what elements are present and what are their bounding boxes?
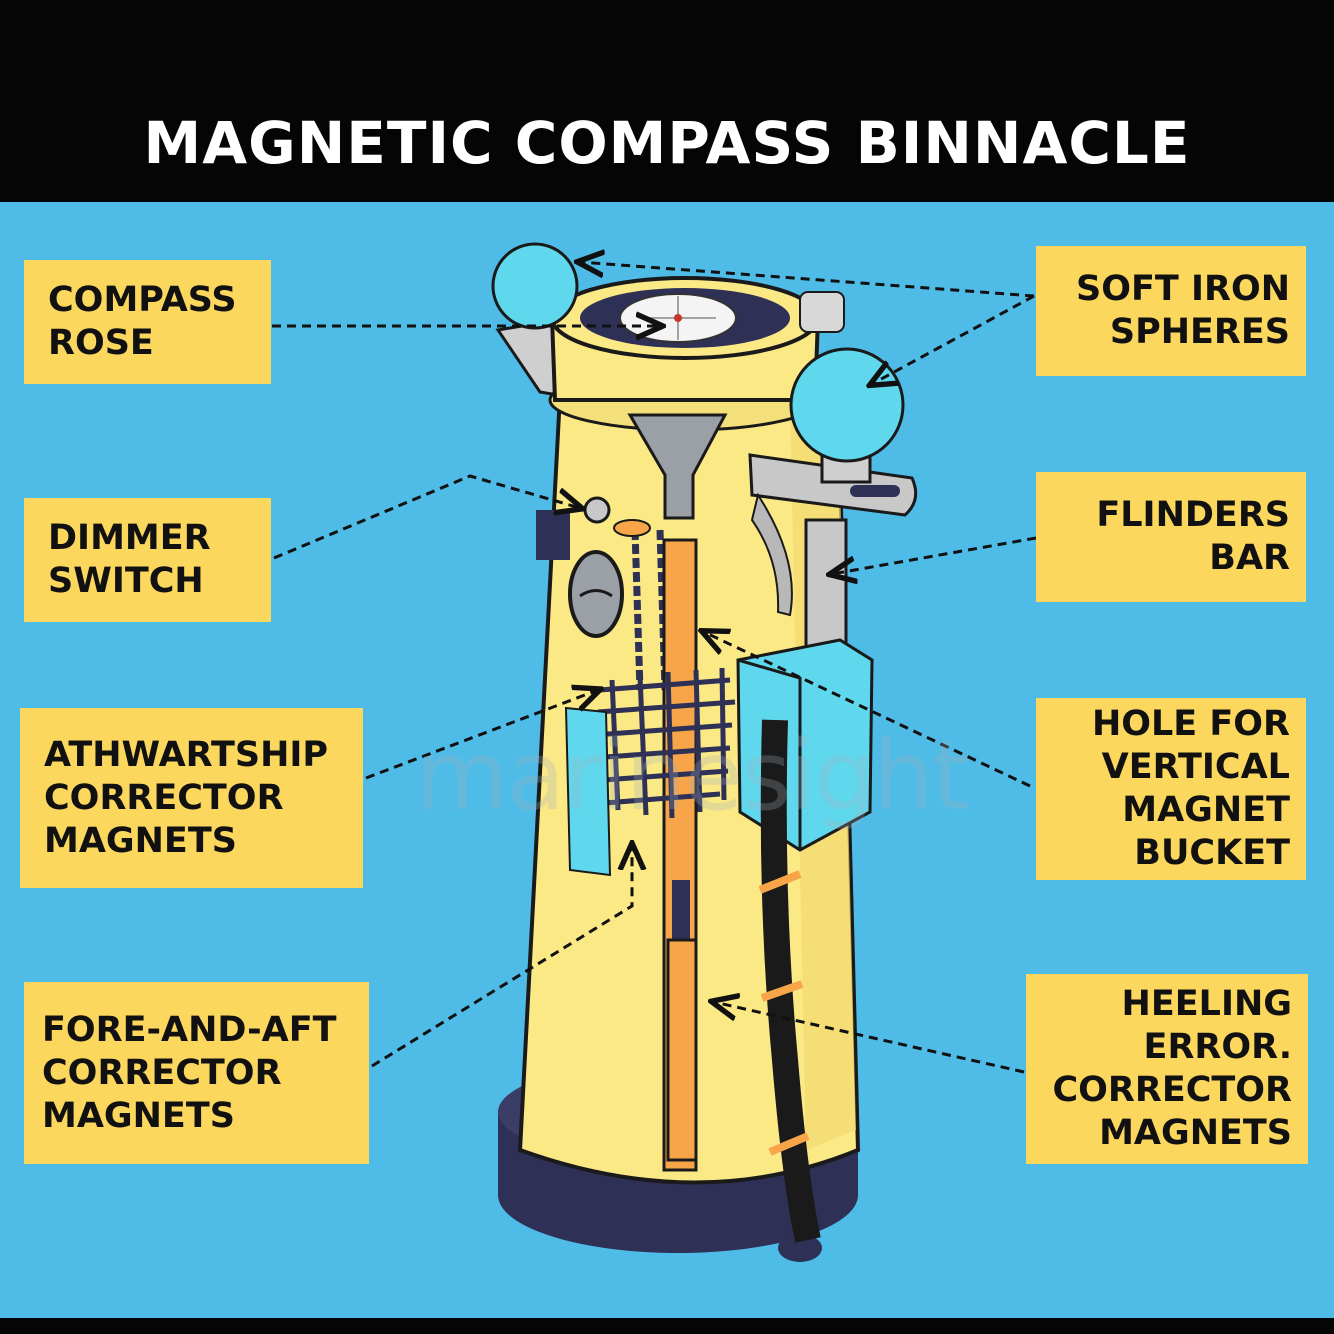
label-line: VERTICAL [1036,746,1290,789]
label-line: CORRECTOR [1026,1069,1292,1112]
label-line: MAGNETS [1026,1112,1292,1155]
label-heeling-error-corrector-magnets: HEELING ERROR. CORRECTOR MAGNETS [1026,974,1308,1164]
label-line: BAR [1036,537,1290,580]
label-line: SPHERES [1036,311,1290,354]
label-line: HOLE FOR [1036,703,1290,746]
label-line: ERROR. [1026,1026,1292,1069]
label-vertical-magnet-bucket: HOLE FOR VERTICAL MAGNET BUCKET [1036,698,1306,880]
label-line: BUCKET [1036,832,1290,875]
label-athwartship-corrector-magnets: ATHWARTSHIP CORRECTOR MAGNETS [20,708,363,888]
header-bar: MAGNETIC COMPASS BINNACLE [0,0,1334,202]
label-compass-rose: COMPASS ROSE [24,260,271,384]
compass-bowl [550,278,820,430]
diagram-title: MAGNETIC COMPASS BINNACLE [0,108,1334,178]
label-line: MAGNET [1036,789,1290,832]
label-line: SOFT IRON [1036,268,1290,311]
label-line: COMPASS [48,279,271,322]
label-line: HEELING [1026,983,1292,1026]
label-line: CORRECTOR [44,777,363,820]
label-soft-iron-spheres: SOFT IRON SPHERES [1036,246,1306,376]
label-line: DIMMER [48,517,271,560]
label-fore-and-aft-corrector-magnets: FORE-AND-AFT CORRECTOR MAGNETS [24,982,369,1164]
label-line: FORE-AND-AFT [42,1009,369,1052]
label-line: MAGNETS [42,1095,369,1138]
label-line: ATHWARTSHIP [44,734,363,777]
label-line: CORRECTOR [42,1052,369,1095]
label-line: SWITCH [48,560,271,603]
label-line: FLINDERS [1036,494,1290,537]
label-flinders-bar: FLINDERS BAR [1036,472,1306,602]
label-dimmer-switch: DIMMER SWITCH [24,498,271,622]
label-line: MAGNETS [44,820,363,863]
label-line: ROSE [48,322,271,365]
watermark: marinesight [415,720,968,832]
footer-bar [0,1318,1334,1334]
